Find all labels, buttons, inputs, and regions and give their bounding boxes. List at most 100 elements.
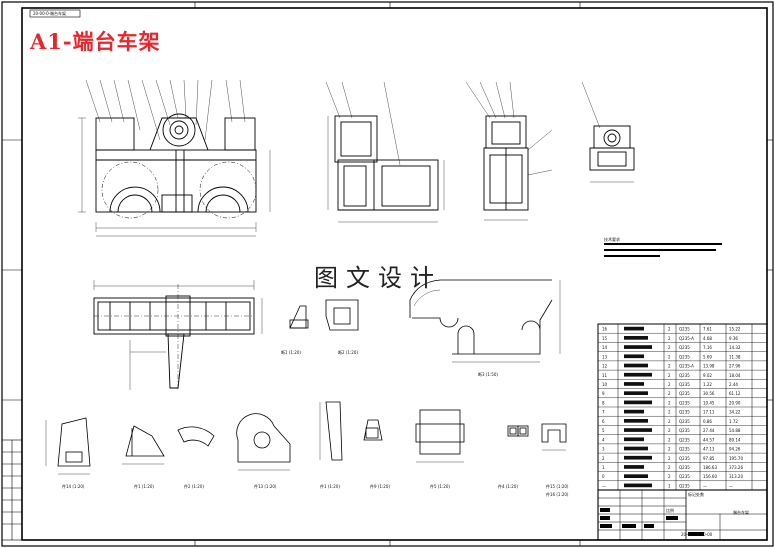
bom-name-block <box>624 354 644 359</box>
bom-cell-qty: 2 <box>668 447 671 452</box>
bom-cell-mass: 17.11 <box>703 410 715 415</box>
bom-cell-no: 11 <box>602 373 608 378</box>
bom-cell-no: 12 <box>602 364 608 369</box>
bom-name-block <box>624 363 648 368</box>
view-label-12: 件15 (1:20) <box>546 484 569 489</box>
bom-name-block <box>624 428 652 432</box>
bom-cell-total: 27.96 <box>729 364 741 369</box>
view-label-7: 件13 (1:20) <box>254 484 277 489</box>
bom-cell-mass: — <box>703 483 707 488</box>
title-block-fills <box>600 508 704 536</box>
bom-cell-mat: Q235 <box>679 382 690 387</box>
bom-cell-total: 18.04 <box>729 373 741 378</box>
plan-view-dims <box>93 280 263 390</box>
side-view-1 <box>334 115 439 211</box>
bom-cell-no: 0 <box>602 474 605 479</box>
bom-cell-mass: 156.60 <box>703 474 717 479</box>
bom-cell-total: 373.26 <box>729 465 743 470</box>
bom-name-block <box>624 391 648 396</box>
bom-cell-total: 1.72 <box>729 419 738 424</box>
bom-cell-qty: 2 <box>668 465 671 470</box>
bom-cell-mat: Q235 <box>679 354 690 359</box>
view-label-5: 件1 (1:20) <box>134 484 154 489</box>
view-label-9: 件9 (1:20) <box>370 484 390 489</box>
bom-cell-mass: 5.69 <box>703 354 712 359</box>
bom-cell-mat: Q235 <box>679 410 690 415</box>
bom-cell-no: 1 <box>602 465 605 470</box>
bom-cell-mat: Q235 <box>679 447 690 452</box>
revision-strip <box>1 439 23 541</box>
bom-cell-total: 15.22 <box>729 327 741 332</box>
bom-cell-mat: Q235 <box>679 391 690 396</box>
bom-cell-mass: 1.22 <box>703 382 712 387</box>
bom-cell-mat: Q235 <box>679 419 690 424</box>
notes-block <box>604 243 722 257</box>
bom-name-block <box>624 382 644 386</box>
bom-cell-qty: 2 <box>668 437 671 442</box>
part-details-bottom <box>57 401 567 467</box>
bom-cell-mass: 0.86 <box>703 419 712 424</box>
bom-cell-mat: Q235 <box>679 437 690 442</box>
bom-cell-mass: 47.13 <box>703 447 715 452</box>
bom-cell-total: — <box>729 483 733 488</box>
inner-border <box>21 7 768 541</box>
bom-name-block <box>624 465 644 469</box>
bom-name-block <box>624 372 652 377</box>
bom-cell-qty: 2 <box>668 410 671 415</box>
front-view-dims <box>78 117 271 237</box>
bom-cell-mat: Q235 <box>679 465 690 470</box>
front-view-leaders <box>85 79 246 141</box>
bent-plate-dims <box>413 280 561 363</box>
bom-name-block <box>624 446 648 451</box>
side-view-2 <box>483 115 529 211</box>
bom-name-block <box>624 335 648 340</box>
bom-cell-no: 5 <box>602 428 605 433</box>
bom-name-block <box>624 409 644 414</box>
bom-cell-total: 61.12 <box>729 391 741 396</box>
watermark-text: 图文设计 <box>314 264 442 292</box>
bom-cell-mat: Q235 <box>679 456 690 461</box>
drawing-number: 20-00-00-00-00 <box>681 532 713 537</box>
bom-cell-total: 14.32 <box>729 345 741 350</box>
bom-cell-qty: 2 <box>668 456 671 461</box>
bom-cell-no: 4 <box>602 437 605 442</box>
bom-cell-no: 9 <box>602 391 605 396</box>
bom-cell-no: 13 <box>602 354 608 359</box>
bom-cell-mass: 13.98 <box>703 364 715 369</box>
bom-cell-no: 14 <box>602 345 608 350</box>
bom-cell-mass: 27.44 <box>703 428 715 433</box>
side-view-3-dims <box>581 81 634 183</box>
bom-cell-total: 313.20 <box>729 474 743 479</box>
bom-cell-no: 2 <box>602 456 605 461</box>
bom-cell-total: 34.22 <box>729 410 741 415</box>
bom-cell-total: 20.90 <box>729 400 741 405</box>
view-label-1: 断1 (1:20) <box>281 350 301 355</box>
bom-cell-qty: 2 <box>668 373 671 378</box>
part-details-dims <box>45 402 566 475</box>
frame-code: 20-00-0-端台车架 <box>33 11 67 16</box>
bom-name-block <box>624 455 652 460</box>
bom-name-block <box>624 483 652 488</box>
notes-heading: 技术要求 <box>604 237 620 242</box>
bom-cell-no: — <box>602 483 606 488</box>
bom-cell-mat: Q235-A <box>679 364 694 369</box>
front-view <box>95 113 257 219</box>
bom-cell-mat: Q235 <box>679 345 690 350</box>
bom-cell-mass: 9.02 <box>703 373 712 378</box>
title-block-label-b: 比例 <box>666 508 674 513</box>
bom-cell-total: 9.36 <box>729 336 738 341</box>
bom-name-block <box>624 474 648 479</box>
bom-cell-mat: Q235 <box>679 483 690 488</box>
bom-cell-total: 11.38 <box>729 354 741 359</box>
bom-cell-qty: 2 <box>668 345 671 350</box>
bom-cell-qty: 1 <box>668 483 671 488</box>
view-label-10: 件5 (1:20) <box>430 484 450 489</box>
bom-name-block <box>624 437 644 442</box>
bom-cell-total: 2.44 <box>729 382 738 387</box>
view-label-4: 件14 (1:20) <box>62 484 85 489</box>
bom-cell-no: 6 <box>602 419 605 424</box>
bom-cell-mat: Q235 <box>679 373 690 378</box>
bom-cell-no: 10 <box>602 382 608 387</box>
